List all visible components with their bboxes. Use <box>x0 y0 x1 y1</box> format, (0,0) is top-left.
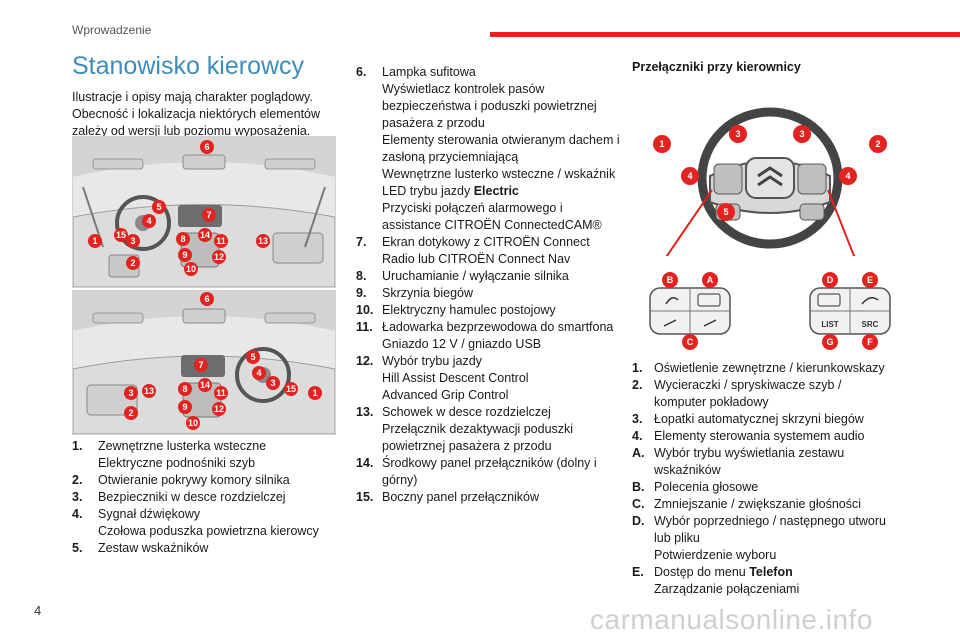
list-item: C.Zmniejszanie / zwiększanie głośności <box>632 497 862 511</box>
badge-4: 4 <box>256 368 261 378</box>
badge-11: 11 <box>216 236 226 246</box>
badge-12: 12 <box>214 404 224 414</box>
header-accent-bar <box>490 32 960 37</box>
figure-badges-2: 6 5 4 3 15 1 7 3 13 2 8 14 11 9 12 10 <box>124 292 322 430</box>
volume-up-icon <box>703 319 717 327</box>
badge-7: 7 <box>198 360 203 370</box>
steering-switch-panels: B A C LIST SRC D E F G <box>640 268 900 350</box>
badge-7: 7 <box>206 210 211 220</box>
display-mode-icon <box>697 293 721 307</box>
track-select-icon <box>817 293 841 307</box>
badge-C: C <box>687 337 694 347</box>
list-item: 1.Oświetlenie zewnętrzne / kierunkowskaz… <box>632 361 885 375</box>
figure-badges-1: 6 5 4 7 3 15 1 2 8 14 11 9 12 10 13 <box>88 140 270 276</box>
badge-13: 13 <box>144 386 154 396</box>
badge-9: 9 <box>182 402 187 412</box>
intro-text: Ilustracje i opisy mają charakter pogląd… <box>72 90 321 138</box>
list-item: 15.Boczny panel przełączników <box>356 490 540 504</box>
legend-list-right: 1.Oświetlenie zewnętrzne / kierunkowskaz… <box>632 360 892 598</box>
list-item: 7.Ekran dotykowy z CITROËN Connect Radio… <box>356 235 590 266</box>
badge-4-left: 4 <box>687 171 692 181</box>
list-button-label: LIST <box>821 320 838 329</box>
badge-10: 10 <box>186 264 196 274</box>
badge-3-right: 3 <box>799 129 804 139</box>
list-item: 10.Elektryczny hamulec postojowy <box>356 303 556 317</box>
badge-15: 15 <box>116 230 126 240</box>
voice-command-icon <box>665 297 679 305</box>
list-item: D.Wybór poprzedniego / następnego utworu… <box>632 514 886 562</box>
dashboard-figure-lhd: 6 5 4 7 3 15 1 2 8 14 11 9 12 10 13 <box>72 136 336 288</box>
badge-A: A <box>707 275 714 285</box>
section-header: Wprowadzenie <box>72 23 152 37</box>
badge-3: 3 <box>270 378 275 388</box>
badge-1: 1 <box>92 236 97 246</box>
watermark: carmanualsonline.info <box>590 604 873 635</box>
badge-B: B <box>667 275 674 285</box>
badge-G: G <box>826 337 833 347</box>
page-title: Stanowisko kierowcy <box>72 52 305 80</box>
steering-wheel-figure: 1 2 3 3 4 4 5 <box>640 106 900 267</box>
badge-5: 5 <box>723 207 728 217</box>
brand-logo-icon <box>757 166 783 187</box>
badge-2: 2 <box>875 139 880 149</box>
badge-1: 1 <box>659 139 664 149</box>
badge-4-right: 4 <box>845 171 850 181</box>
badge-8: 8 <box>182 384 187 394</box>
list-item: 2.Wycieraczki / spryskiwacze szyb / komp… <box>632 378 842 409</box>
src-button-label: SRC <box>862 320 879 329</box>
badge-14: 14 <box>200 380 210 390</box>
badge-6: 6 <box>204 142 209 152</box>
badge-10: 10 <box>188 418 198 428</box>
badge-1: 1 <box>312 388 317 398</box>
list-item: A.Wybór trybu wyświetlania zestawu wskaź… <box>632 446 845 477</box>
badge-F: F <box>867 337 873 347</box>
badge-D: D <box>827 275 834 285</box>
badge-3-left: 3 <box>735 129 740 139</box>
right-switch-panel: LIST SRC D E F G <box>809 272 891 350</box>
badge-E: E <box>867 275 873 285</box>
list-item: 4.Elementy sterowania systemem audio <box>632 429 865 443</box>
badge-15: 15 <box>286 384 296 394</box>
list-item: 8.Uruchamianie / wyłączanie silnika <box>356 269 569 283</box>
list-item: 2.Otwieranie pokrywy komory silnika <box>72 473 290 487</box>
volume-down-icon <box>663 319 677 327</box>
badge-2: 2 <box>130 258 135 268</box>
list-item: B.Polecenia głosowe <box>632 480 759 494</box>
left-switch-panel: B A C <box>649 272 731 350</box>
badge-6: 6 <box>204 294 209 304</box>
list-item: 14.Środkowy panel przełączników (dolny i… <box>356 456 597 487</box>
list-item: 5.Zestaw wskaźników <box>72 541 209 555</box>
list-item: 9.Skrzynia biegów <box>356 286 474 300</box>
badge-8: 8 <box>180 234 185 244</box>
intro-block: Stanowisko kierowcy Ilustracje i opisy m… <box>72 52 334 140</box>
badge-14: 14 <box>200 230 210 240</box>
badge-13: 13 <box>258 236 268 246</box>
badge-5: 5 <box>250 352 255 362</box>
list-item: 3.Bezpieczniki w desce rozdzielczej <box>72 490 286 504</box>
badge-3: 3 <box>128 388 133 398</box>
badge-9: 9 <box>182 250 187 260</box>
badge-3: 3 <box>130 236 135 246</box>
phone-icon <box>861 297 879 305</box>
badge-2: 2 <box>128 408 133 418</box>
badge-4: 4 <box>146 216 151 226</box>
page-number: 4 <box>34 603 42 618</box>
badge-5: 5 <box>156 202 161 212</box>
dashboard-figure-rhd: 6 5 4 3 15 1 7 3 13 2 8 14 11 9 12 10 <box>72 290 336 435</box>
badge-12: 12 <box>214 252 224 262</box>
section-title-steering: Przełączniki przy kierownicy <box>632 60 801 74</box>
badge-11: 11 <box>216 388 226 398</box>
list-item: 3.Łopatki automatycznej skrzyni biegów <box>632 412 864 426</box>
list-item: 6. Lampka sufitowa Wyświetlacz kontrolek… <box>356 65 620 232</box>
legend-list-middle: 6. Lampka sufitowa Wyświetlacz kontrolek… <box>356 64 624 506</box>
